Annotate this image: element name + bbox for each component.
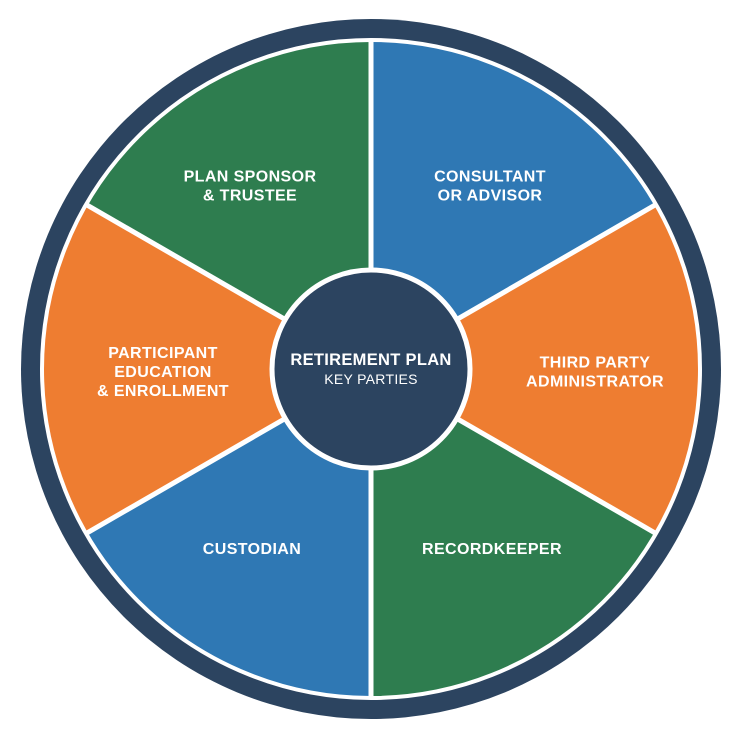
- segment-wedge-1: [371, 41, 656, 369]
- segment-label-6-line-2: & TRUSTEE: [203, 188, 297, 205]
- segment-label-2-line-2: ADMINISTRATOR: [526, 374, 664, 391]
- segment-label-6-line-1: PLAN SPONSOR: [184, 169, 317, 186]
- segment-wedge-5: [42, 205, 371, 533]
- dividers-group: [40, 38, 702, 700]
- segment-wedge-6: [86, 41, 371, 369]
- segment-label-5-line-2: EDUCATION: [114, 364, 212, 381]
- segment-wedge-3: [371, 369, 656, 697]
- segment-label-4-line-1: CUSTODIAN: [203, 541, 301, 558]
- segment-label-3-line-1: RECORDKEEPER: [422, 541, 562, 558]
- segment-label-1-line-2: OR ADVISOR: [438, 188, 543, 205]
- center-subtitle: KEY PARTIES: [324, 371, 418, 387]
- segment-wedge-2: [371, 205, 699, 533]
- center-hub: [269, 267, 473, 471]
- segment-label-5-line-1: PARTICIPANT: [108, 345, 218, 362]
- segment-label-2-line-1: THIRD PARTY: [540, 355, 651, 372]
- segment-label-5-line-3: & ENROLLMENT: [97, 383, 229, 400]
- divider-line-2: [455, 202, 658, 322]
- divider-line-3: [455, 416, 658, 536]
- divider-line-6: [84, 202, 287, 322]
- center-title: RETIREMENT PLAN: [290, 351, 451, 369]
- segment-label-1-line-1: CONSULTANT: [434, 169, 546, 186]
- labels-group: CONSULTANT OR ADVISOR THIRD PARTY ADMINISTR…: [97, 169, 664, 559]
- segment-wedge-4: [86, 369, 371, 697]
- divider-line-5: [84, 416, 287, 536]
- segments-group: [42, 41, 699, 697]
- inner-rim: [40, 38, 702, 700]
